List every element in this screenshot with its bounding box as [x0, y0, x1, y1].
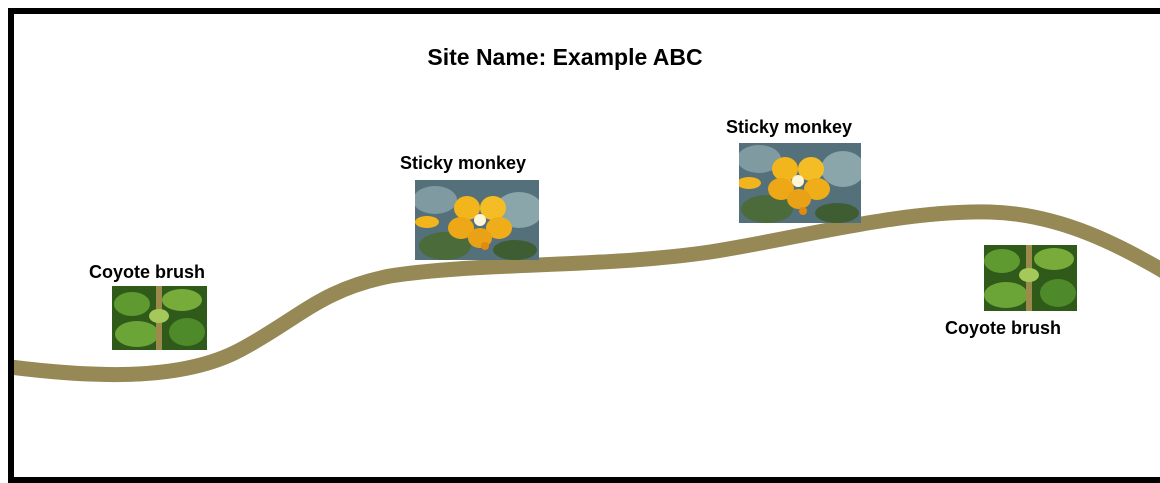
- marker-label-sticky-monkey: Sticky monkey: [400, 153, 527, 173]
- marker-label-sticky-monkey: Sticky monkey: [726, 117, 853, 137]
- coyote-brush-photo-icon: [112, 286, 207, 350]
- coyote-brush-photo-icon: [984, 245, 1077, 311]
- page-title: Site Name: Example ABC: [427, 44, 703, 70]
- sticky-monkey-photo-icon: [415, 180, 539, 260]
- marker-label-coyote-brush: Coyote brush: [89, 262, 206, 282]
- marker-label-coyote-brush: Coyote brush: [945, 318, 1062, 338]
- sticky-monkey-photo-icon: [739, 143, 861, 223]
